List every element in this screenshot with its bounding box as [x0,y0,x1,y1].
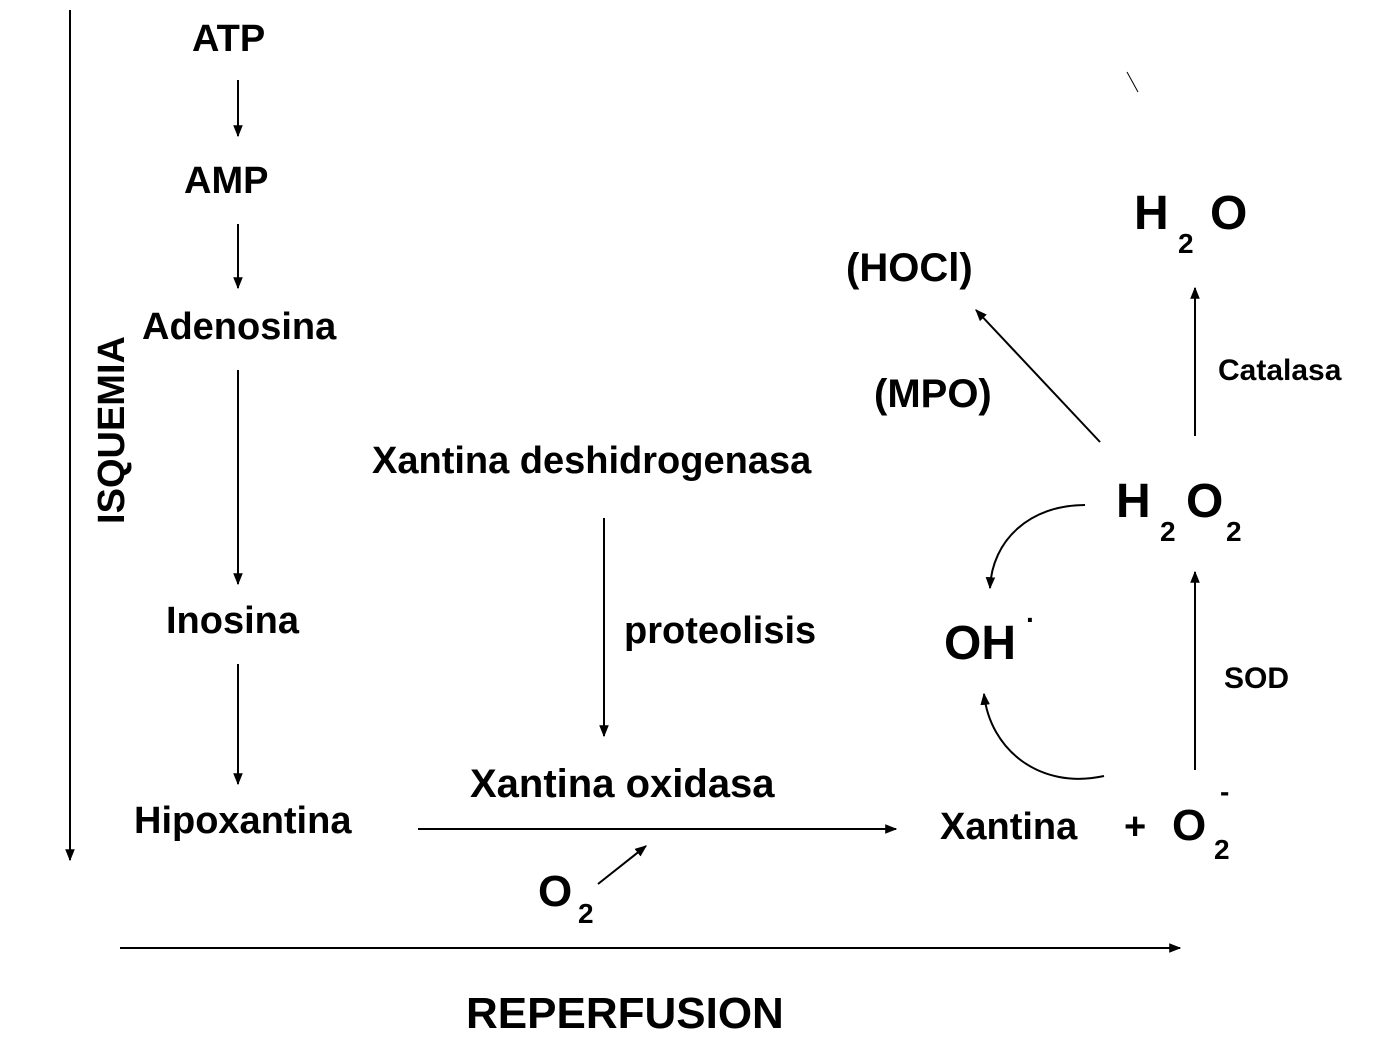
proteolisis-label: proteolisis [624,610,817,652]
mpo-label: (MPO) [874,372,992,416]
h2o-o: O [1210,187,1248,240]
atp-node: ATP [192,18,266,60]
hydroxyl-radical-dot: · [1026,604,1036,635]
xantina-deshidrogenasa-node: Xantina deshidrogenasa [372,440,812,482]
o2-reactant-subscript: 2 [578,898,594,929]
h2o-h: H [1134,187,1169,240]
o2-reactant: O [538,867,573,916]
isquemia-label: ISQUEMIA [90,336,133,524]
xantina-oxidasa-label: Xantina oxidasa [470,762,775,806]
hipoxantina-node: Hipoxantina [134,800,352,842]
amp-node: AMP [184,160,269,202]
arrow-o2-in [597,845,647,885]
reperfusion-label: REPERFUSION [466,989,784,1038]
hocl-node: (HOCl) [846,246,973,290]
h2o2-o-subscript: 2 [1226,516,1242,547]
plus-sign: + [1124,806,1147,848]
xantina-node: Xantina [940,806,1078,848]
superoxide-subscript: 2 [1214,834,1230,865]
curve-h2o2-to-oh [985,504,1086,590]
inosina-node: Inosina [166,600,300,642]
catalasa-label: Catalasa [1218,354,1342,387]
stray-mark [1126,71,1139,93]
adenosina-node: Adenosina [142,306,337,348]
h2o2-h: H [1116,475,1151,528]
curve-superoxide-to-oh [980,692,1105,780]
h2o2-h-subscript: 2 [1160,516,1176,547]
arrow-mpo [975,309,1101,443]
sod-label: SOD [1224,662,1290,695]
superoxide-node: O [1172,801,1207,850]
h2o-subscript: 2 [1178,228,1194,259]
superoxide-charge: - [1220,776,1230,807]
h2o2-o: O [1186,475,1224,528]
hydroxyl-radical-node: OH [944,617,1016,670]
